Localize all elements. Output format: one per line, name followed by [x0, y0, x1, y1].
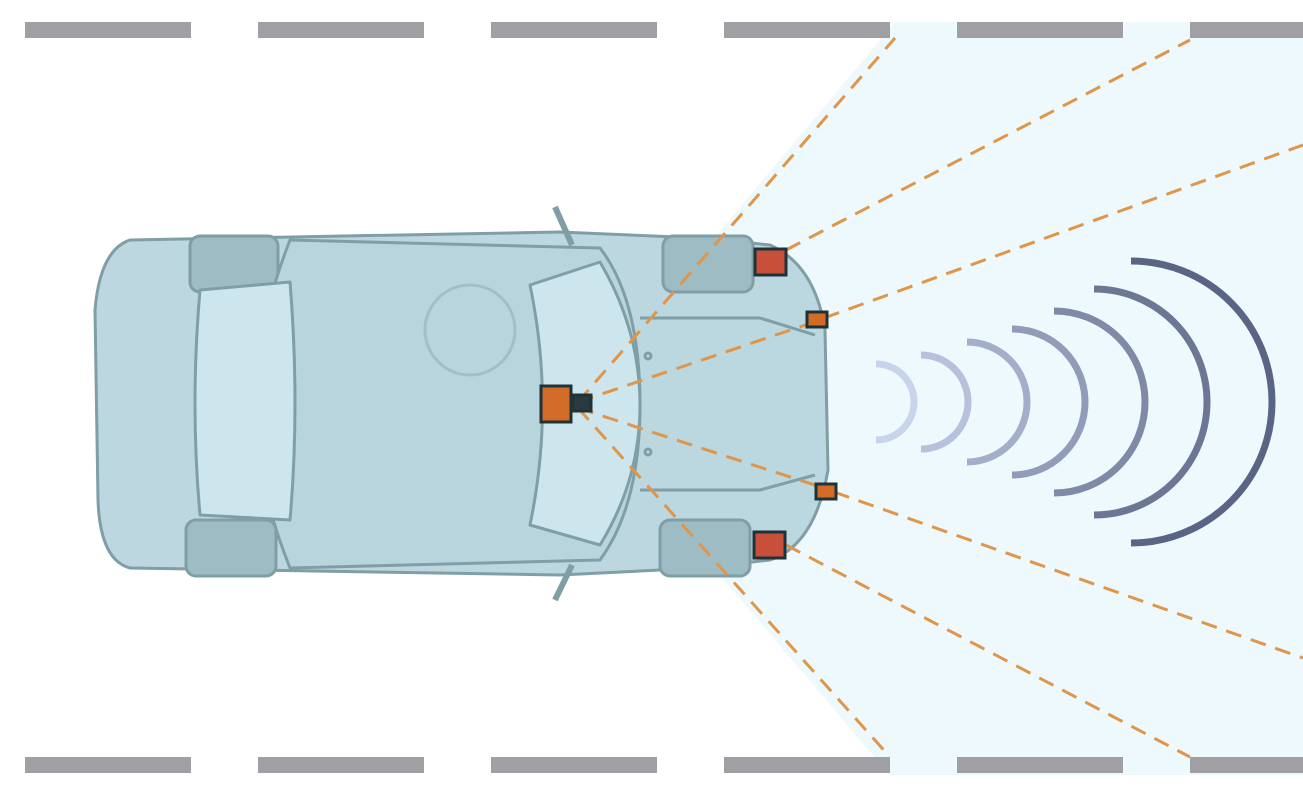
camera-lens-icon	[571, 393, 593, 413]
road-dash	[957, 22, 1123, 38]
ultrasonic-sensor-left	[805, 310, 829, 329]
road-dash	[724, 757, 890, 773]
wheel-front-left	[661, 234, 755, 294]
sensor-beam	[823, 143, 1303, 320]
radar-wave-arc	[875, 360, 918, 444]
mirror-left	[552, 205, 575, 247]
radar-waves	[875, 257, 1276, 547]
radar-wave-arc	[966, 338, 1031, 466]
road-dash	[25, 757, 191, 773]
sensor-beam	[577, 318, 821, 404]
car	[93, 205, 830, 602]
sensor-beam	[833, 490, 1303, 660]
road-dash	[1190, 22, 1303, 38]
hood-line-top	[640, 316, 816, 337]
radar-wave-arc	[1053, 307, 1149, 497]
road-markings	[25, 22, 1303, 773]
radar-wave-arc	[1130, 257, 1276, 547]
ultrasonic-sensor-right	[814, 482, 838, 501]
road-dash	[491, 757, 657, 773]
road-dash	[724, 22, 890, 38]
road-dash	[258, 757, 424, 773]
road-dash	[957, 757, 1123, 773]
road-dash	[1190, 757, 1303, 773]
radar-sensor-front-left	[753, 247, 788, 277]
sensors	[539, 247, 838, 560]
road-dash	[258, 22, 424, 38]
road-dash	[491, 22, 657, 38]
sensor-beam	[577, 406, 831, 492]
wheel-rear-right	[184, 518, 278, 578]
sensor-beam	[576, 37, 897, 403]
radar-wave-arc	[1011, 325, 1089, 479]
radar-wave-arc	[1093, 285, 1211, 519]
radar-sensor-front-right	[752, 530, 787, 560]
rear-window	[193, 280, 297, 522]
mirror-right	[552, 563, 575, 602]
hood-line-bottom	[640, 473, 816, 492]
radar-wave-arc	[920, 351, 972, 453]
sensor-beam	[576, 407, 892, 758]
camera-sensor	[539, 384, 573, 424]
steering-wheel	[423, 283, 517, 377]
sensor-beam	[785, 38, 1191, 252]
road-dash	[25, 22, 191, 38]
sensor-beams	[576, 37, 1303, 759]
